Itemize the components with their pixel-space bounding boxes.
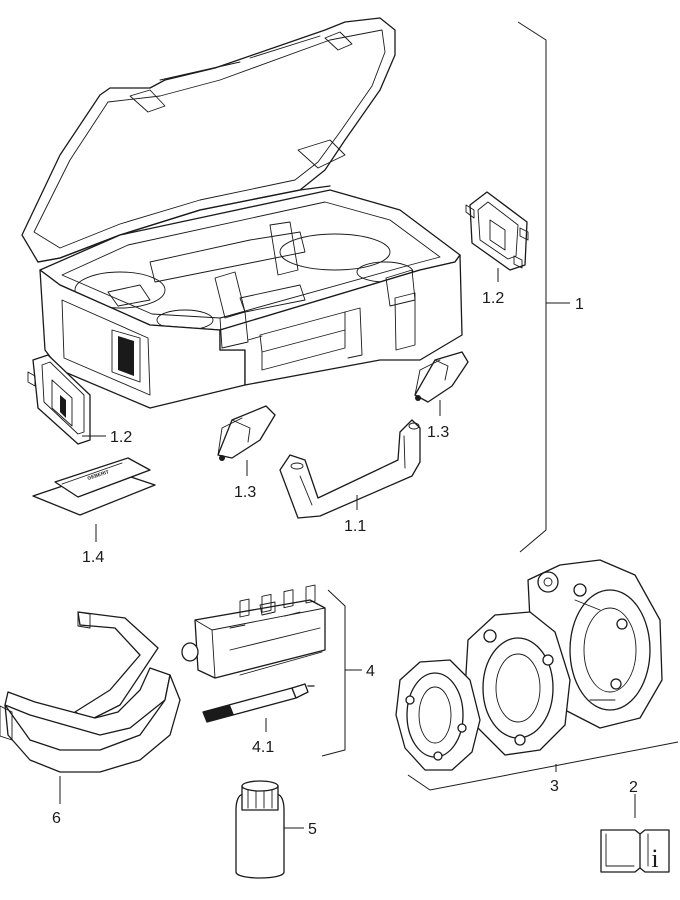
callout-6: 6: [52, 810, 61, 827]
callout-5: 5: [308, 821, 317, 838]
oil-bottle: [235, 780, 285, 879]
leader-lines: [59, 21, 679, 829]
info-glyph: i: [651, 844, 658, 873]
callout-1-2-top: 1.2: [482, 290, 504, 307]
sticker-sheet: GEBERIT: [32, 457, 156, 516]
carrying-case: [21, 17, 463, 409]
callout-1-4: 1.4: [82, 549, 104, 566]
marker-pen: [202, 683, 315, 723]
press-jaws-set: [395, 559, 663, 771]
callout-4-1: 4.1: [252, 739, 274, 756]
fixing-strap: [0, 611, 181, 773]
callout-1-3-left: 1.3: [234, 484, 256, 501]
callout-1-3-right: 1.3: [427, 424, 449, 441]
insert-frame-left: [27, 354, 91, 445]
holder-bracket-right: [414, 351, 469, 403]
carrying-handle: [279, 419, 421, 519]
callout-1-1: 1.1: [344, 518, 366, 535]
callout-2: 2: [629, 779, 638, 796]
insert-frame-top: [465, 191, 529, 271]
manual-book-icon: i: [600, 829, 670, 873]
callout-4: 4: [366, 663, 375, 680]
callout-labels: 1 1.2 1.2 1.3 1.3 1.1 1.4 4 4.1 5 6 3 2: [52, 290, 638, 838]
callout-1-2-left: 1.2: [110, 429, 132, 446]
callout-1: 1: [575, 296, 584, 313]
holder-bracket-left: [217, 405, 276, 461]
callout-3: 3: [550, 778, 559, 795]
insertion-depth-gauge: [181, 584, 326, 679]
